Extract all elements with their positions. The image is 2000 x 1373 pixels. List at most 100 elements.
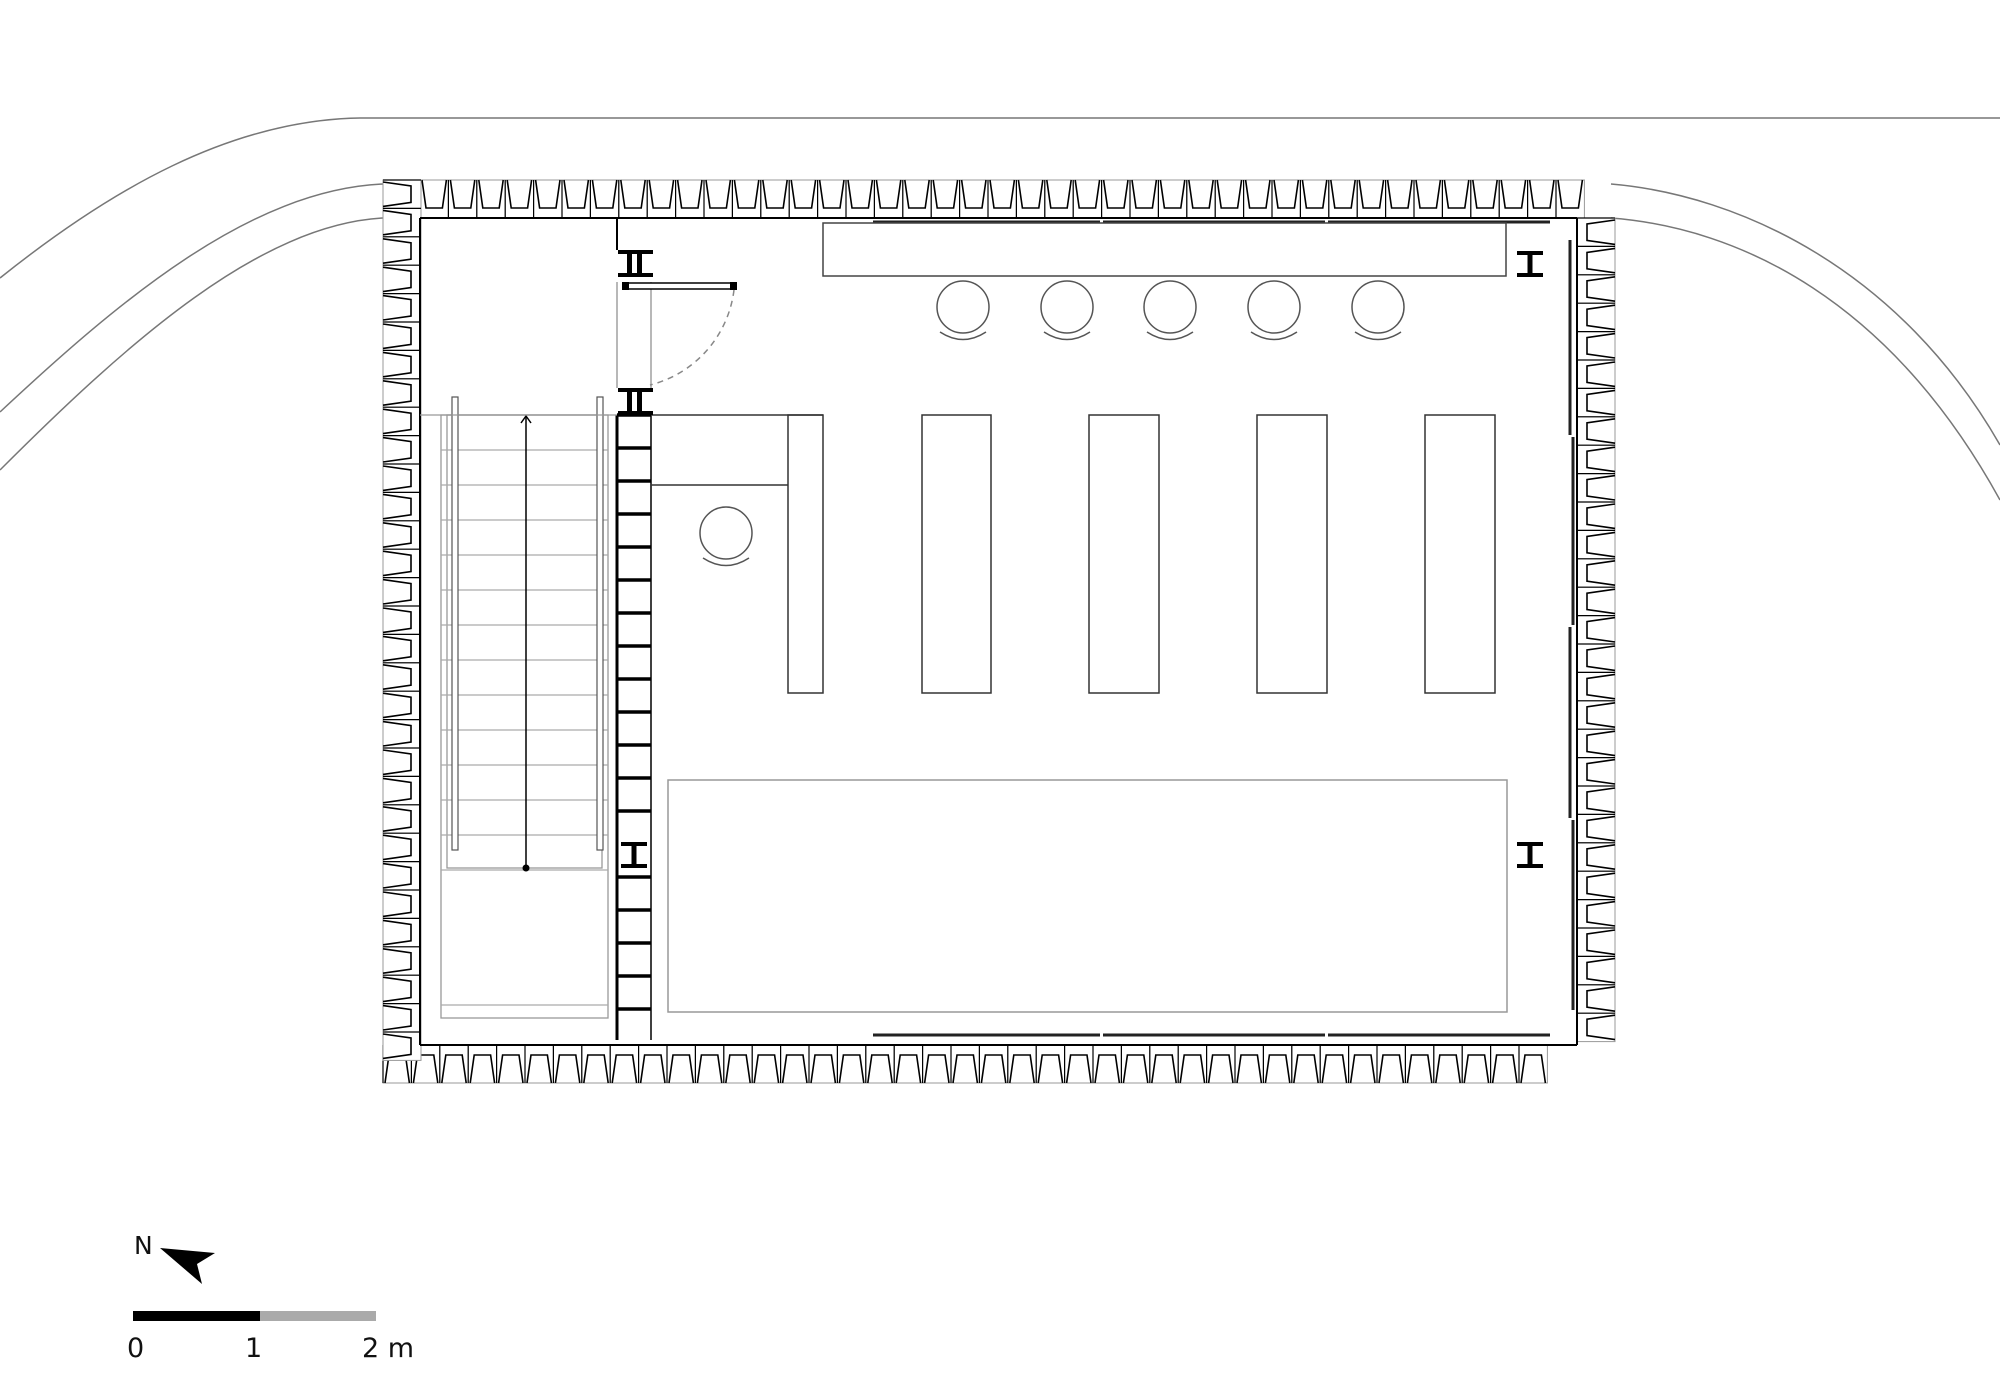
wall-block	[1576, 927, 1616, 957]
wall-block	[382, 207, 422, 238]
steel-columns	[618, 250, 1543, 868]
window-glazing	[873, 220, 1575, 1037]
wall-block	[447, 179, 478, 219]
wall-block	[467, 1044, 498, 1084]
wall-block	[1271, 179, 1301, 219]
wall-block	[1149, 1044, 1179, 1084]
wall-block	[930, 179, 961, 219]
wall-block	[779, 1044, 810, 1084]
wall-block	[646, 179, 677, 219]
wall-block	[816, 179, 847, 219]
wall-block	[382, 264, 422, 295]
wall-block	[1044, 179, 1074, 219]
wall-block	[1299, 179, 1330, 219]
wall-block	[618, 179, 648, 219]
wall-block	[1461, 1044, 1492, 1084]
wall-block	[1576, 614, 1616, 645]
wall-block	[382, 236, 422, 266]
wall-block	[382, 860, 422, 891]
scale-tick-0: 0	[127, 1333, 145, 1364]
wall-block	[902, 179, 932, 219]
table	[921, 414, 992, 694]
wall-block	[865, 1044, 895, 1084]
wall-block	[1433, 1044, 1463, 1084]
wall-block	[788, 179, 819, 219]
wall-block	[1576, 274, 1616, 304]
table	[1088, 414, 1160, 694]
wall-block	[1576, 217, 1616, 247]
wall-block	[873, 179, 904, 219]
wall-block	[382, 633, 422, 664]
wall-block	[1576, 643, 1616, 673]
wall-block	[382, 605, 422, 635]
wall-block	[921, 1044, 952, 1084]
wall-block	[382, 974, 422, 1005]
wall-block	[1120, 1044, 1151, 1084]
wall-block	[382, 1002, 422, 1033]
wall-block	[674, 179, 705, 219]
partition-block-wall	[615, 413, 652, 1040]
wall-block	[382, 718, 422, 749]
wall-block	[382, 378, 422, 408]
wall-block	[1576, 955, 1616, 986]
door-frame-lines	[616, 218, 652, 388]
wall-block	[637, 1044, 668, 1084]
wall-block	[382, 293, 422, 323]
wall-block	[1384, 179, 1415, 219]
counter	[822, 222, 1507, 277]
wall-block	[1100, 179, 1131, 219]
wall-block	[382, 463, 422, 493]
door[interactable]	[622, 282, 737, 386]
wall-block	[382, 1031, 422, 1061]
wall-block	[552, 1044, 583, 1084]
wall-block	[382, 832, 422, 863]
wall-block	[950, 1044, 980, 1084]
wall-block	[1157, 179, 1188, 219]
wall-block	[382, 491, 422, 522]
wall-block	[382, 435, 422, 465]
wall-block	[1035, 1044, 1066, 1084]
stool	[1247, 280, 1301, 341]
wall-block	[1186, 179, 1216, 219]
wall-block	[1576, 671, 1616, 702]
wall-block	[382, 548, 422, 579]
handrail	[451, 396, 459, 851]
wall-block	[1214, 179, 1245, 219]
steel-column-icon	[618, 388, 653, 415]
wall-block	[382, 690, 422, 721]
wall-block	[1129, 179, 1159, 219]
furniture	[699, 280, 1496, 694]
wall-block	[1576, 501, 1616, 531]
wall-block	[694, 1044, 725, 1084]
wall-block	[1356, 179, 1387, 219]
handrail	[596, 396, 604, 851]
table	[787, 414, 824, 694]
wall-block	[808, 1044, 838, 1084]
wall-block	[1526, 179, 1557, 219]
wall-block	[1576, 1012, 1616, 1043]
wall-block	[589, 179, 620, 219]
wall-block	[751, 1044, 782, 1084]
north-arrow-icon	[160, 1248, 215, 1284]
wall-block	[666, 1044, 696, 1084]
wall-block	[723, 1044, 753, 1084]
wall-block	[439, 1044, 469, 1084]
wall-block	[845, 179, 875, 219]
wall-block	[1576, 898, 1616, 929]
wall-block	[1234, 1044, 1264, 1084]
wall-block	[532, 179, 563, 219]
wall-block	[1328, 179, 1358, 219]
wall-block	[1576, 728, 1616, 759]
wall-block	[1576, 984, 1616, 1014]
wall-block	[1576, 529, 1616, 560]
steel-column-icon	[1517, 251, 1543, 277]
wall-block	[1576, 387, 1616, 418]
wall-block	[382, 321, 422, 351]
wall-block	[581, 1044, 611, 1084]
wall-block	[1063, 1044, 1094, 1084]
wall-block	[760, 179, 790, 219]
wall-block	[1576, 473, 1616, 503]
stool	[1040, 280, 1094, 341]
wall-block	[419, 179, 449, 219]
steel-column-icon	[618, 250, 653, 277]
